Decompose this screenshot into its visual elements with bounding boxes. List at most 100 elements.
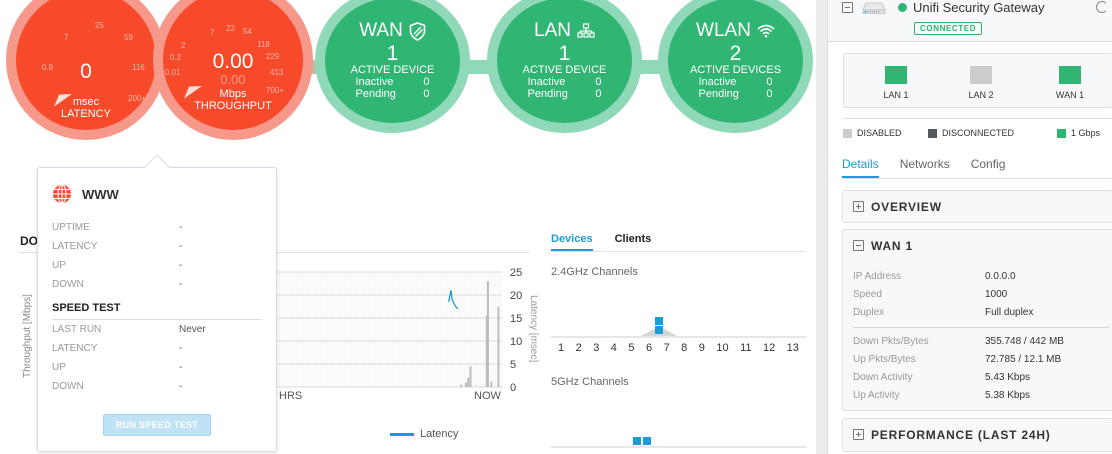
tabs-divider (551, 251, 806, 252)
device-marker[interactable] (633, 437, 641, 445)
x-tick-end: NOW (474, 390, 501, 402)
throughput-gauge[interactable]: 7 22 54 2 118 0.2 229 0.01 413 700+ 0.00… (153, 0, 313, 140)
shield-icon (409, 21, 426, 41)
port-wan-1[interactable]: WAN 1 (1050, 66, 1090, 100)
device-panel: Unifi Security Gateway CONNECTED LAN 1 L… (828, 0, 1112, 454)
www-popup: WWW UPTIME-LATENCY-UP-DOWN- SPEED TEST L… (37, 167, 277, 452)
port-lan-2[interactable]: LAN 2 (961, 66, 1001, 100)
refresh-icon[interactable] (1096, 1, 1108, 13)
tab-config[interactable]: Config (970, 157, 1006, 171)
throughput-bar (497, 306, 500, 387)
row-key: Up Pkts/Bytes (853, 353, 916, 365)
tab-clients[interactable]: Clients (614, 233, 652, 245)
row-key: IP Address (853, 270, 902, 282)
throughput-unit: Mbps (219, 88, 247, 100)
throughput-bar (467, 377, 470, 387)
speed-test-title: SPEED TEST (52, 302, 261, 320)
row-value: - (179, 241, 183, 252)
row-value: - (179, 362, 183, 373)
channel-number: 1 (558, 342, 565, 354)
panel-tabs: Details Networks Config (842, 157, 1005, 179)
inactive-label: Inactive (355, 76, 394, 88)
row-value: - (179, 222, 183, 233)
tick: 116 (132, 63, 145, 72)
y-tick-label: 15 (510, 313, 522, 325)
section-title: DO (20, 234, 38, 248)
throughput-bar (486, 281, 489, 387)
row-key: Speed (853, 288, 882, 300)
row-key: UPTIME (52, 222, 90, 233)
channel-tabs: Devices Clients (551, 233, 651, 251)
latency-unit: msec (72, 96, 100, 108)
tab-networks[interactable]: Networks (899, 157, 950, 171)
collapse-icon[interactable] (853, 240, 864, 251)
tab-devices[interactable]: Devices (551, 233, 593, 251)
row-value: 5.38 Kbps (985, 389, 1031, 401)
overview-accordion[interactable]: OVERVIEW (842, 190, 1112, 223)
row-value: Never (179, 324, 206, 335)
throughput-bar (460, 384, 463, 387)
row-key: LATENCY (52, 241, 98, 252)
chart-legend[interactable]: Latency (390, 428, 459, 440)
tick: 0.01 (165, 68, 181, 77)
device-marker[interactable] (655, 317, 663, 325)
row-key: Duplex (853, 306, 885, 318)
latency-gauge[interactable]: 25 7 59 0.9 116 200+ 0 msec LATENCY (6, 0, 166, 140)
wan-divider (853, 327, 1109, 328)
tick: 2 (181, 41, 186, 50)
port-label: WAN 1 (1055, 90, 1085, 100)
throughput-bar (490, 381, 493, 387)
throughput-bar (464, 382, 467, 387)
row-value: - (179, 279, 183, 290)
tick: 229 (266, 52, 280, 61)
y-axis-label-right: Latency [msec] (528, 295, 539, 363)
device-marker[interactable] (643, 437, 651, 445)
ghz5-title: 5GHz Channels (551, 376, 629, 388)
wan-title: WAN (359, 20, 403, 41)
topology-bar: 25 7 59 0.9 116 200+ 0 msec LATENCY 7 22… (0, 0, 820, 150)
detail-row: UPTIME - (52, 218, 262, 237)
port-lan-1[interactable]: LAN 1 (876, 66, 916, 100)
throughput-value: 0.00 (212, 50, 254, 73)
run-speed-test-button[interactable]: RUN SPEED TEST (103, 414, 211, 436)
inactive-label: Inactive (527, 76, 566, 88)
y-axis-label-left: Throughput [Mbps] (22, 294, 33, 378)
throughput-label: THROUGHPUT (194, 100, 272, 112)
latency-label: LATENCY (61, 108, 111, 120)
pending-count: 0 (766, 88, 773, 100)
ghz5-axis (551, 446, 806, 448)
lan-title: LAN (534, 20, 571, 41)
x-tick-start: HRS (279, 390, 303, 402)
expand-icon[interactable] (853, 201, 864, 212)
device-marker[interactable] (655, 326, 663, 334)
legend-1gbps: 1 Gbps (1057, 128, 1100, 138)
row-value: - (179, 381, 183, 392)
lan-count: 1 (558, 42, 571, 65)
detail-row: DOWN- (52, 275, 262, 294)
panel-divider[interactable] (816, 0, 828, 454)
latency-value: 0 (80, 60, 92, 83)
y-tick-label: 0 (510, 382, 516, 394)
tick: 7 (210, 28, 215, 37)
channel-number: 12 (762, 342, 776, 354)
tabs-divider (842, 178, 1112, 179)
expand-icon[interactable] (853, 429, 864, 440)
tab-details[interactable]: Details (842, 157, 879, 179)
legend-label: Latency (420, 428, 459, 440)
ghz24-title: 2.4GHz Channels (551, 266, 638, 278)
collapse-icon[interactable] (842, 2, 853, 13)
status-badge: CONNECTED (914, 22, 983, 35)
channel-number: 4 (610, 342, 617, 354)
performance-accordion[interactable]: PERFORMANCE (LAST 24H) (842, 418, 1112, 452)
tick: 200+ (128, 94, 147, 103)
pending-count: 0 (423, 88, 430, 100)
